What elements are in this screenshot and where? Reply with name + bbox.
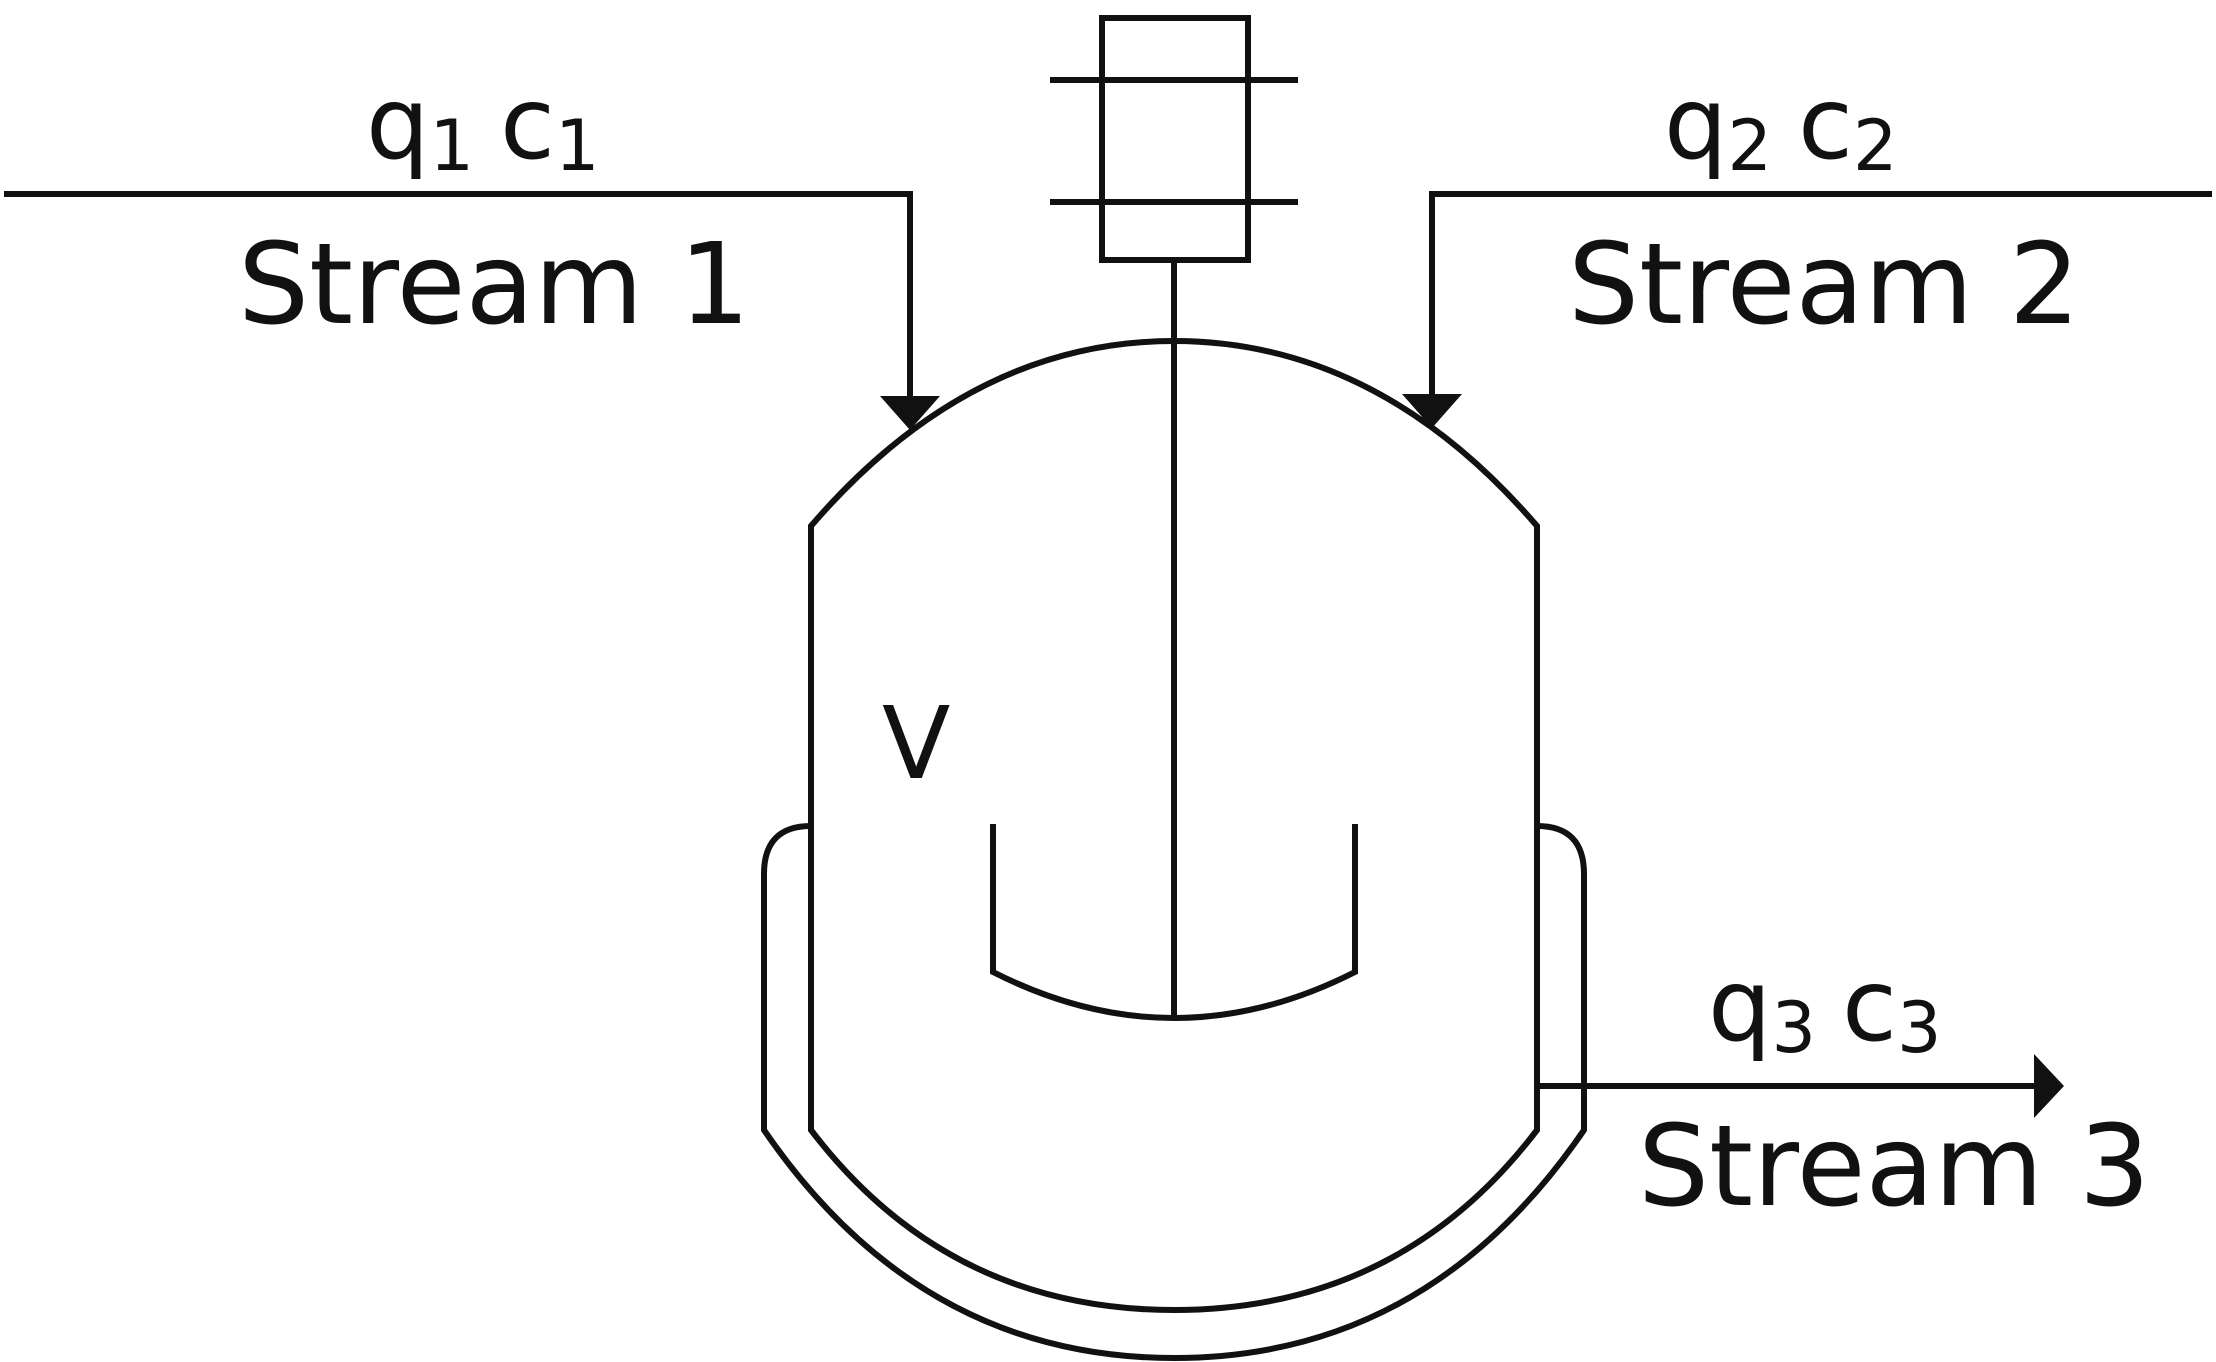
stream-3-outlet xyxy=(1537,1054,2064,1118)
stream-2-label: Stream 2 xyxy=(1568,220,2080,350)
stream-2-inlet xyxy=(1402,191,2212,428)
stream-3-arrow xyxy=(2034,1054,2064,1118)
motor-housing xyxy=(1099,15,1251,263)
impeller xyxy=(990,824,1358,1021)
stream-3-label: Stream 3 xyxy=(1638,1102,2150,1232)
stream-2-arrow xyxy=(1402,394,1462,428)
stream-1-inlet xyxy=(4,191,940,430)
stream-1-pipe xyxy=(4,191,913,396)
stream-1-label: Stream 1 xyxy=(238,220,750,350)
agitator-motor xyxy=(1050,15,1298,263)
cooling-jacket xyxy=(761,823,1587,1362)
reactor-vessel xyxy=(808,337,1540,1314)
volume-label: V xyxy=(882,685,950,802)
stream-1-arrow xyxy=(880,396,940,430)
stream-2-pipe xyxy=(1429,191,2212,394)
